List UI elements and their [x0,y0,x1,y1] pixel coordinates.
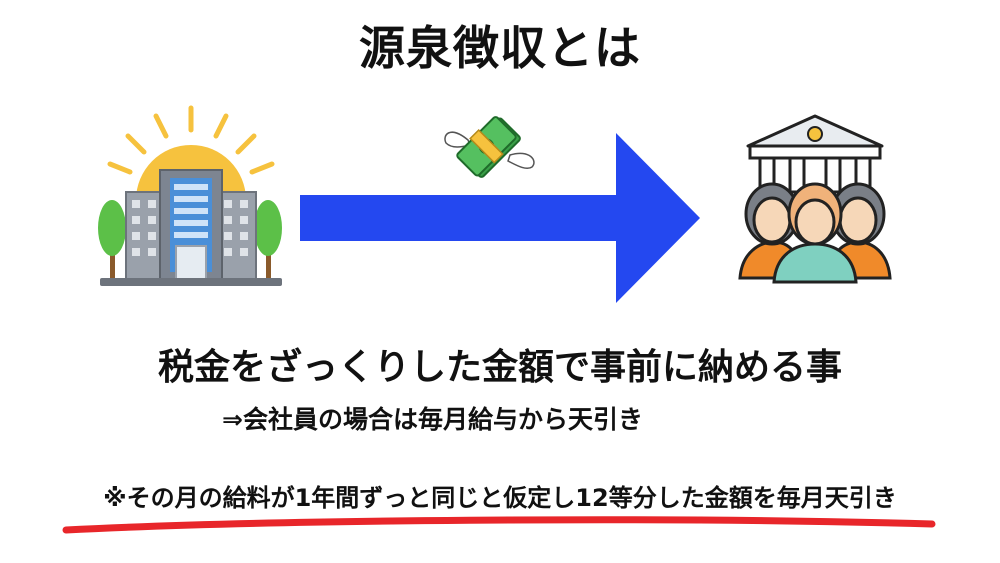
page-title: 源泉徴収とは [359,21,641,75]
flying-money-icon [444,116,535,178]
note-text: ※その月の給料が1年間ずっと同じと仮定し12等分した金額を毎月天引き [103,484,897,512]
sub-description: ⇒会社員の場合は毎月給与から天引き [222,405,643,434]
main-description: 税金をざっくりした金額で事前に納める事 [157,347,842,388]
bank-people-icon [738,114,892,284]
flow-arrow [300,133,700,303]
red-underline [62,516,936,534]
company-building-icon [98,105,282,286]
